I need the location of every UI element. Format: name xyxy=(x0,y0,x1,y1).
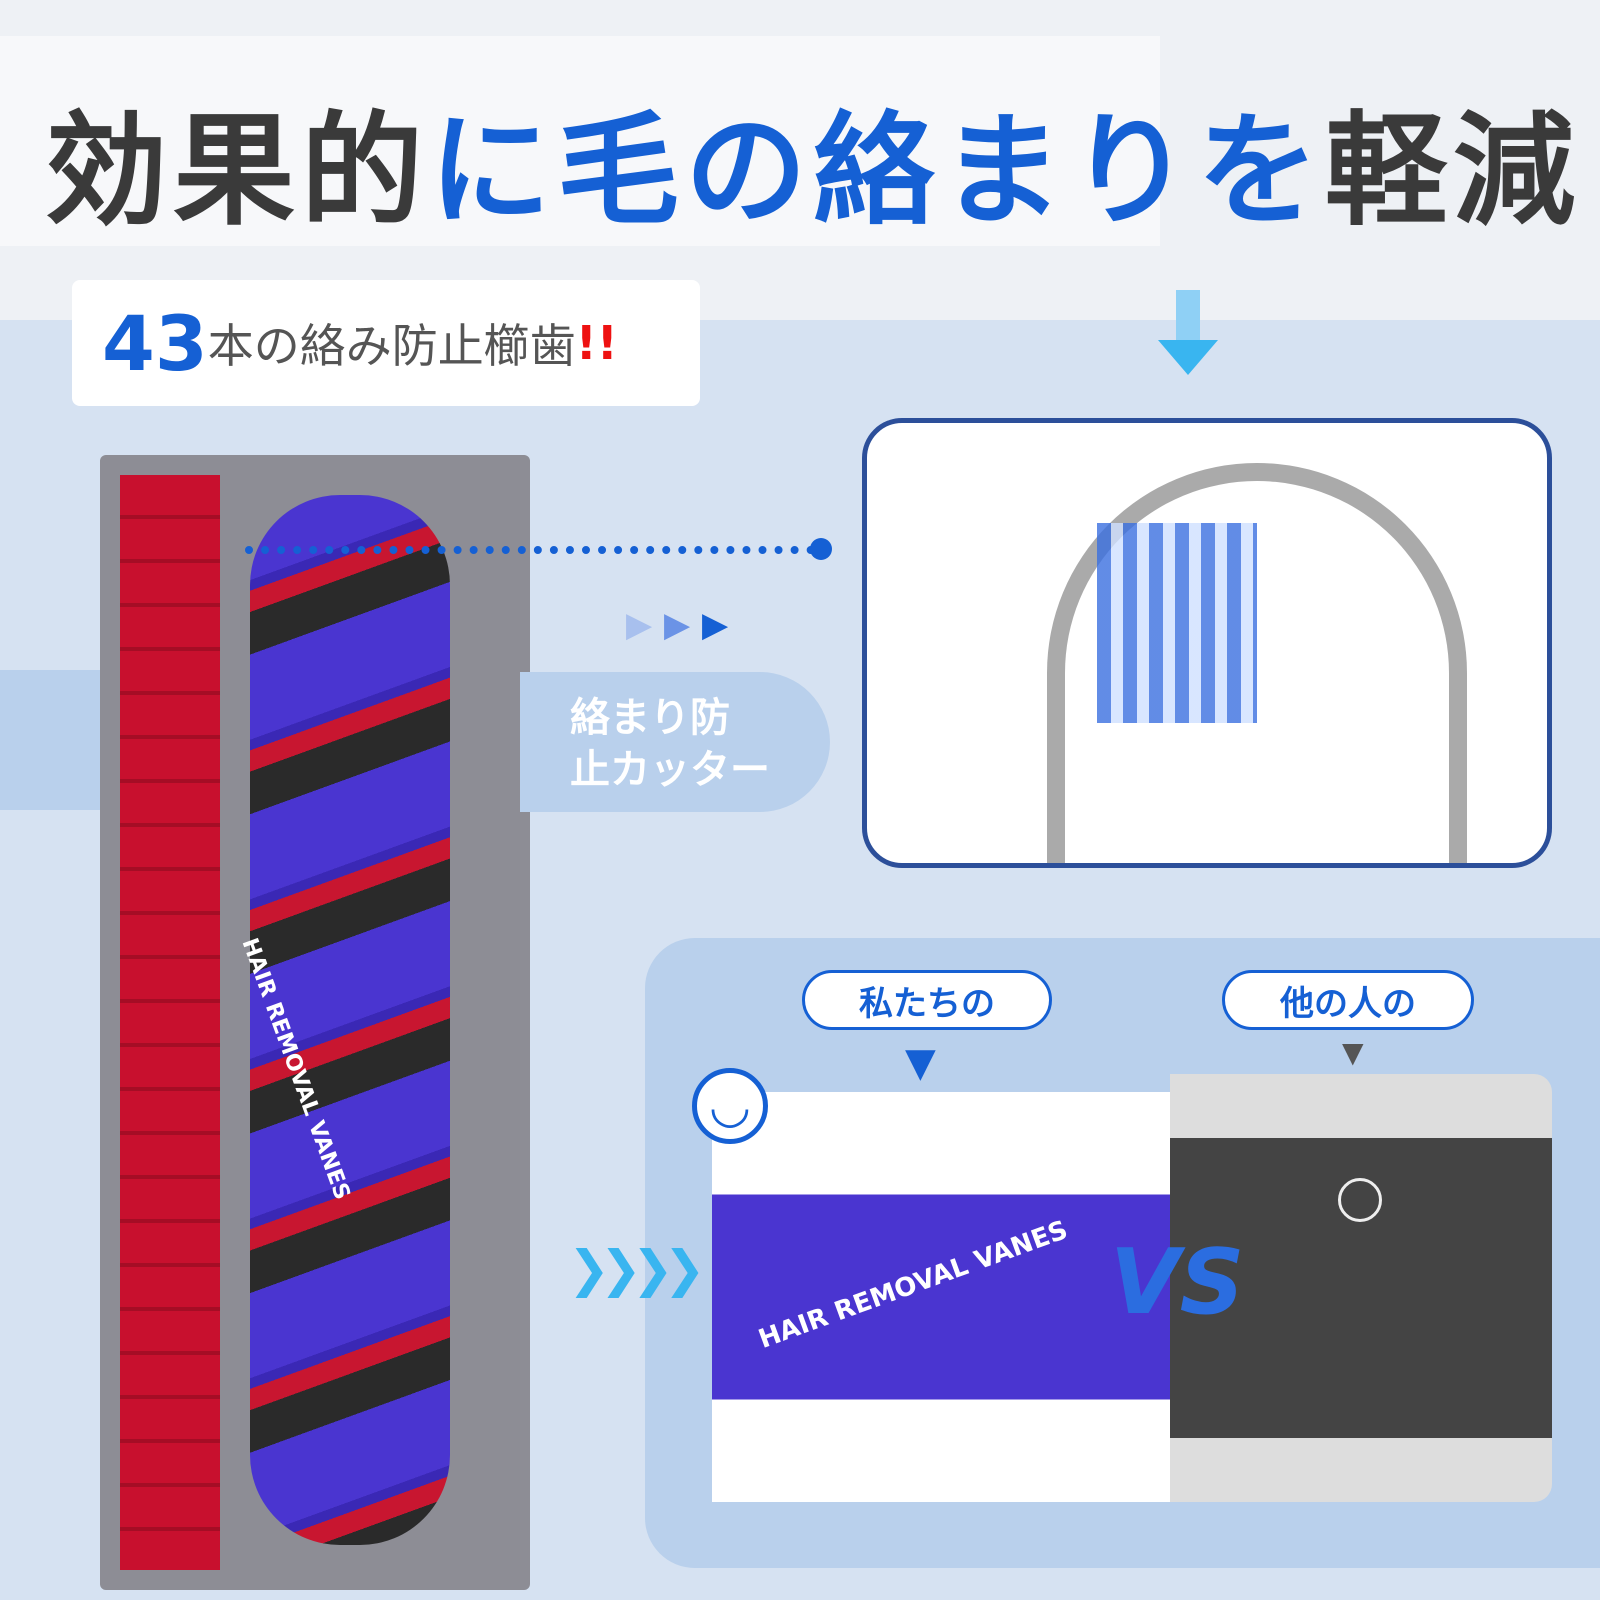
pointer-dot xyxy=(810,538,832,560)
triangle-icon: ▶ xyxy=(626,605,653,645)
exclaim: !! xyxy=(575,316,618,370)
ours-label: 私たちの xyxy=(802,970,1052,1030)
other-brush-photo xyxy=(1170,1074,1552,1502)
triangle-icon: ▶ xyxy=(702,605,729,645)
down-triangle-icon: ▼ xyxy=(1342,1036,1364,1069)
triangle-icon: ▶ xyxy=(664,605,691,645)
arrow-down-icon xyxy=(1158,290,1218,375)
dotted-pointer xyxy=(245,546,815,554)
vacuum-head-image: HAIR REMOVAL VANES xyxy=(100,455,530,1590)
brush-roller xyxy=(250,495,450,1545)
chevrons-icon: ❯❯❯❯ xyxy=(568,1240,706,1298)
cutter-teeth xyxy=(1097,523,1257,723)
subtitle-text: 本の絡み防止櫛歯 xyxy=(207,319,576,373)
smile-icon: ◡ xyxy=(692,1068,768,1144)
cutter-label-line: 止カッター xyxy=(570,747,770,793)
vs-mark: VS xyxy=(1110,1230,1245,1335)
red-strip xyxy=(120,475,220,1570)
tooth-count: 43 xyxy=(102,298,208,388)
title-part: 軽減 xyxy=(1325,100,1581,242)
title-part: を xyxy=(1197,100,1325,242)
cutter-label: 絡まり防止カッター xyxy=(520,672,830,812)
title-bar xyxy=(0,36,1160,246)
title-part: に毛の絡まり xyxy=(429,100,1197,242)
our-brush-photo xyxy=(712,1092,1172,1502)
title-part: 効果的 xyxy=(45,100,429,242)
sad-icon xyxy=(1338,1178,1382,1222)
others-label: 他の人の xyxy=(1222,970,1474,1030)
cutter-label-line: 絡まり防 xyxy=(570,695,730,741)
down-triangle-icon: ▼ xyxy=(905,1040,936,1086)
page-title: 効果的に毛の絡まりを軽減 xyxy=(45,72,1581,249)
cutter-closeup-image xyxy=(862,418,1552,868)
